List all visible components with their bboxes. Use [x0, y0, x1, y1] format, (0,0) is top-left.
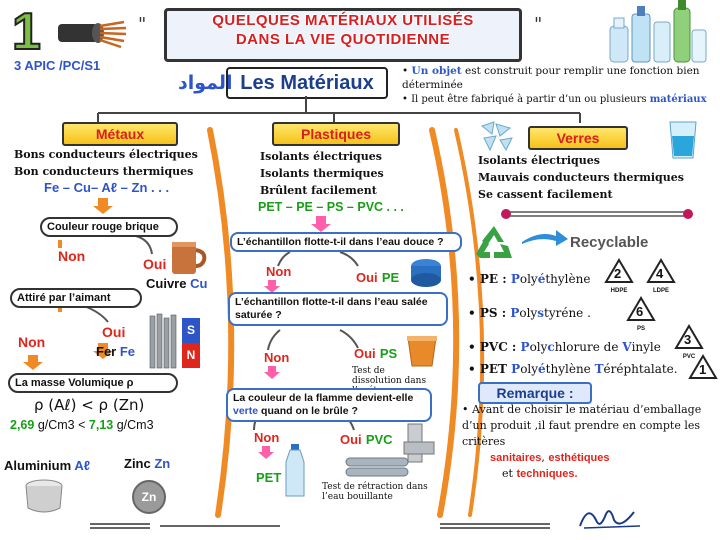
metaux-banner: Métaux — [62, 122, 178, 146]
page-title: QUELQUES MATÉRIAUX UTILISÉS DANS LA VIE … — [164, 8, 522, 62]
zinc-label: Zinc Zn — [124, 456, 171, 471]
pvc-result: Oui PVC — [340, 432, 393, 447]
aluminium-label: Aluminium Aℓ — [4, 458, 91, 473]
recycle-item-pet: • PET Polyéthylène Téréphtalate. — [468, 362, 678, 376]
fer-label: Fer Fe — [96, 344, 136, 359]
definition-1: • Un objet est construit pour remplir un… — [402, 65, 700, 91]
magnet-icon: S N — [182, 318, 200, 368]
q-masse-volumique: La masse Volumique ρ — [8, 373, 178, 393]
arabic-label: المواد — [178, 72, 233, 94]
plastiques-examples: PET – PE – PS – PVC . . . — [258, 200, 404, 214]
q-eau-douce: L’échantillon flotte-t-il dans l’eau dou… — [230, 232, 462, 252]
pet-label: PET — [256, 470, 282, 485]
cuivre-label: Cuivre Cu — [146, 276, 208, 291]
bottles-icon — [609, 0, 707, 63]
recycle-symbol-hdpe: 2 HDPE — [604, 258, 634, 296]
plastiques-non-2: Non — [264, 350, 290, 365]
pvc-note: Test de rétraction dans l’eau bouillante — [322, 482, 428, 502]
metaux-props: Bons conducteurs électriques Bon conduct… — [14, 148, 198, 178]
metaux-oui-1: Oui — [143, 256, 167, 272]
metaux-non-1: Non — [58, 248, 86, 264]
definition-2: • Il peut être fabriqué à partir d’un ou… — [402, 94, 707, 105]
plastiques-banner: Plastiques — [272, 122, 400, 146]
recycle-item-pe: • PE : Polyéthylène — [468, 272, 591, 286]
zinc-logo-icon: Zn — [132, 480, 166, 514]
q-couleur-rouge: Couleur rouge brique — [40, 217, 178, 237]
plastiques-props: Isolants électriques Isolants thermiques… — [260, 150, 384, 197]
lesson-number: 1 — [11, 2, 42, 62]
verres-props: Isolants électriques Mauvais conducteurs… — [478, 154, 684, 201]
pvc-pipes-icon — [345, 457, 409, 477]
plastiques-non-3: Non — [254, 430, 280, 445]
verres-banner: Verres — [528, 126, 628, 150]
remarque-text: • Avant de choisir le matériau d’emballa… — [462, 403, 702, 480]
plastiques-non-1: Non — [266, 264, 292, 279]
glass-cup-icon — [669, 121, 697, 159]
pe-result: Oui PE — [356, 270, 400, 285]
pet-bottle-icon — [285, 444, 305, 497]
metaux-non-2: Non — [18, 334, 46, 350]
bottle-cap-icon — [411, 259, 441, 287]
recycle-symbol-ps: 6 PS — [626, 296, 656, 334]
recyclable-label: Recyclable — [570, 234, 649, 251]
density-values: 2,69 g/Cm3 < 7,13 g/Cm3 — [10, 418, 154, 432]
iron-bars-icon — [149, 313, 177, 369]
recycle-item-pvc: • PVC : Polychlorure de Vinyle — [468, 340, 661, 354]
q-attire-aimant: Attiré par l’aimant — [10, 288, 142, 308]
recycle-symbol-ldpe: 4 LDPE — [646, 258, 676, 296]
q-eau-salee: L’échantillon flotte-t-il dans l’eau sal… — [228, 292, 448, 326]
ps-result: Oui PS — [354, 346, 398, 361]
signature — [579, 510, 641, 529]
level-label: 3 APIC /PC/S1 — [14, 58, 101, 73]
q-flamme: La couleur de la flamme devient-elle ver… — [226, 388, 432, 422]
recycle-symbol-pvc: 3 PVC — [674, 324, 704, 362]
recycle-item-ps: • PS : Polystyréne . — [468, 306, 591, 320]
metaux-examples: Fe – Cu– Aℓ – Zn . . . — [44, 180, 170, 195]
copper-mug-icon — [172, 242, 207, 274]
glass-shards-icon — [480, 121, 513, 152]
ps-cup-icon — [407, 336, 437, 367]
recycle-symbol-pet: 1 — [688, 354, 718, 384]
pvc-pipe-icon — [403, 423, 435, 463]
metaux-oui-2: Oui — [102, 324, 126, 340]
verres-divider — [501, 209, 693, 219]
copper-cable-icon — [58, 20, 127, 49]
spark-marks-icon: " — [138, 14, 147, 35]
recycle-icon — [476, 226, 512, 258]
remarque-title: Remarque : — [478, 382, 592, 404]
density-compare: ρ (Aℓ) < ρ (Zn) — [34, 396, 145, 414]
spark-marks-icon: " — [534, 14, 543, 35]
aluminium-can-icon — [25, 479, 63, 513]
blue-arrow-icon — [522, 230, 568, 246]
